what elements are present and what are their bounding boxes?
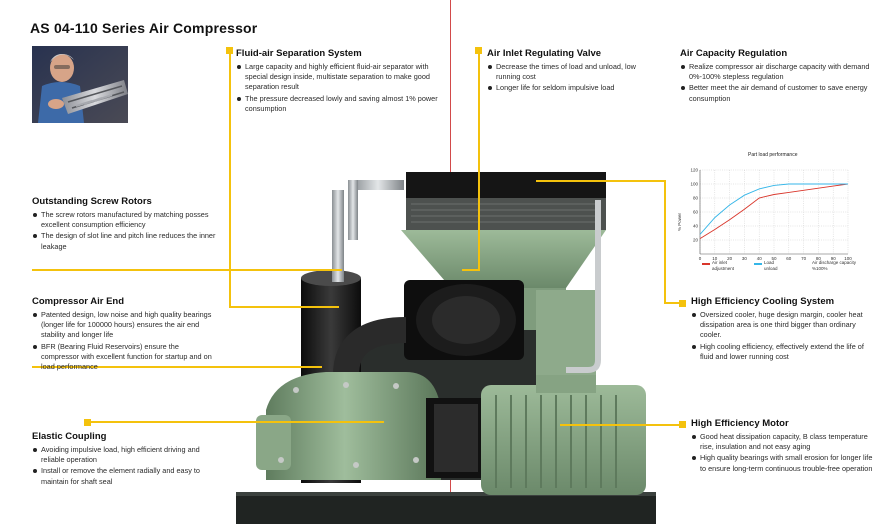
cooling-section: High Efficiency Cooling System Oversized… <box>691 296 876 363</box>
chart-x-tick: 40 <box>757 256 763 261</box>
chart-y-tick: 20 <box>693 238 699 243</box>
chart-x-tick: 100 <box>844 256 852 261</box>
air-end-connector <box>32 366 322 368</box>
motor-marker <box>679 421 686 428</box>
chart-x-tick: 20 <box>727 256 733 261</box>
chart-x-tick: 30 <box>742 256 748 261</box>
coupling-title: Elastic Coupling <box>32 431 107 442</box>
air-inlet-item: Longer life for seldom impulsive load <box>487 83 657 93</box>
air-capacity-section: Air Capacity Regulation Realize compress… <box>680 48 880 105</box>
motor-item: Good heat dissipation capacity, B class … <box>691 432 876 452</box>
cooling-connector-h2 <box>664 302 682 304</box>
screw-rotors-item: The screw rotors manufactured by matchin… <box>32 210 217 230</box>
legend-label-inlet: Air inlet adjustment <box>712 260 735 271</box>
fluid-air-connector <box>229 53 231 307</box>
chart-y-tick: 60 <box>693 210 699 215</box>
air-end-item: BFR (Bearing Fluid Reservoirs) ensure th… <box>32 342 217 373</box>
chart-x-tick: 70 <box>801 256 807 261</box>
coupling-marker <box>84 419 91 426</box>
screw-rotors-section: Outstanding Screw Rotors The screw rotor… <box>32 196 217 253</box>
chart-x-tick: 50 <box>771 256 777 261</box>
fluid-air-item: Large capacity and highly efficient flui… <box>236 62 441 93</box>
air-capacity-item: Realize compressor air discharge capacit… <box>680 62 880 82</box>
air-end-list: Patented design, low noise and high qual… <box>32 310 217 372</box>
chart-series-line-1 <box>699 183 848 235</box>
cooling-list: Oversized cooler, huge design margin, co… <box>691 310 876 362</box>
chart-y-tick: 80 <box>693 196 699 201</box>
motor-section: High Efficiency Motor Good heat dissipat… <box>691 418 876 475</box>
cooling-item: High cooling efficiency, effectively ext… <box>691 342 876 362</box>
air-end-section: Compressor Air End Patented design, low … <box>32 296 217 373</box>
chart-title: Part load performance <box>748 152 798 158</box>
chart-ylabel: % Power <box>677 212 682 231</box>
part-load-chart: Part load performance % Power 0 10 20 30 40 5… <box>672 148 862 278</box>
legend-swatch-inlet <box>702 263 710 265</box>
chart-annotation: Air discharge capacity %100% <box>812 260 857 271</box>
coupling-section: Elastic Coupling Avoiding impulsive load… <box>32 431 222 488</box>
cooling-marker <box>679 300 686 307</box>
air-inlet-list: Decrease the times of load and unload, l… <box>487 62 657 94</box>
chart-x-tick: 60 <box>786 256 792 261</box>
screw-rotors-item: The design of slot line and pitch line r… <box>32 231 217 251</box>
worker-photo <box>32 46 128 123</box>
air-inlet-item: Decrease the times of load and unload, l… <box>487 62 657 82</box>
fluid-air-list: Large capacity and highly efficient flui… <box>236 62 441 114</box>
legend-swatch-load <box>754 263 762 265</box>
chart-x-tick: 0 <box>699 256 702 261</box>
coupling-connector <box>88 421 384 423</box>
cooling-connector-v <box>664 180 666 302</box>
screw-rotors-title: Outstanding Screw Rotors <box>32 196 152 207</box>
chart-x-tick: 90 <box>831 256 837 261</box>
air-inlet-connector <box>478 53 480 270</box>
chart-plot: % Power 0 10 20 30 40 50 60 70 80 90 100 20 40 60 80 10… <box>677 168 852 262</box>
chart-y-tick: 40 <box>693 224 699 229</box>
chart-x-tick: 10 <box>712 256 718 261</box>
air-inlet-connector-h <box>462 269 480 271</box>
chart-legend: Air inlet adjustment Load unload Air dis… <box>702 260 862 280</box>
fluid-air-title: Fluid-air Separation System <box>236 48 362 59</box>
coupling-item: Install or remove the element radially a… <box>32 466 222 486</box>
motor-item: High quality bearings with small erosion… <box>691 453 876 473</box>
compressor-illustration <box>236 172 656 524</box>
cooling-title: High Efficiency Cooling System <box>691 296 835 307</box>
air-capacity-list: Realize compressor air discharge capacit… <box>680 62 880 104</box>
legend-label-load: Load unload <box>764 260 778 271</box>
chart-y-tick: 120 <box>690 168 698 173</box>
coupling-list: Avoiding impulsive load, high efficient … <box>32 445 222 487</box>
fluid-air-connector-h <box>229 306 339 308</box>
worker-photo-image <box>32 46 128 123</box>
air-capacity-title: Air Capacity Regulation <box>680 48 788 59</box>
page-title: AS 04-110 Series Air Compressor <box>30 20 258 36</box>
motor-title: High Efficiency Motor <box>691 418 789 429</box>
air-end-title: Compressor Air End <box>32 296 125 307</box>
air-inlet-marker <box>475 47 482 54</box>
screw-rotors-list: The screw rotors manufactured by matchin… <box>32 210 217 252</box>
chart-y-tick: 100 <box>690 182 698 187</box>
air-inlet-section: Air Inlet Regulating Valve Decrease the … <box>487 48 657 95</box>
motor-list: Good heat dissipation capacity, B class … <box>691 432 876 474</box>
screw-rotors-connector <box>32 269 342 271</box>
air-capacity-item: Better meet the air demand of customer t… <box>680 83 880 103</box>
coupling-item: Avoiding impulsive load, high efficient … <box>32 445 222 465</box>
cooling-item: Oversized cooler, huge design margin, co… <box>691 310 876 341</box>
fluid-air-section: Fluid-air Separation System Large capaci… <box>236 48 441 115</box>
fluid-air-marker <box>226 47 233 54</box>
cooling-connector-h <box>536 180 666 182</box>
air-inlet-title: Air Inlet Regulating Valve <box>487 48 602 59</box>
air-end-item: Patented design, low noise and high qual… <box>32 310 217 341</box>
fluid-air-item: The pressure decreased lowly and saving … <box>236 94 441 114</box>
chart-x-tick: 80 <box>816 256 822 261</box>
motor-connector <box>560 424 680 426</box>
chart-series-line-0 <box>699 183 849 239</box>
